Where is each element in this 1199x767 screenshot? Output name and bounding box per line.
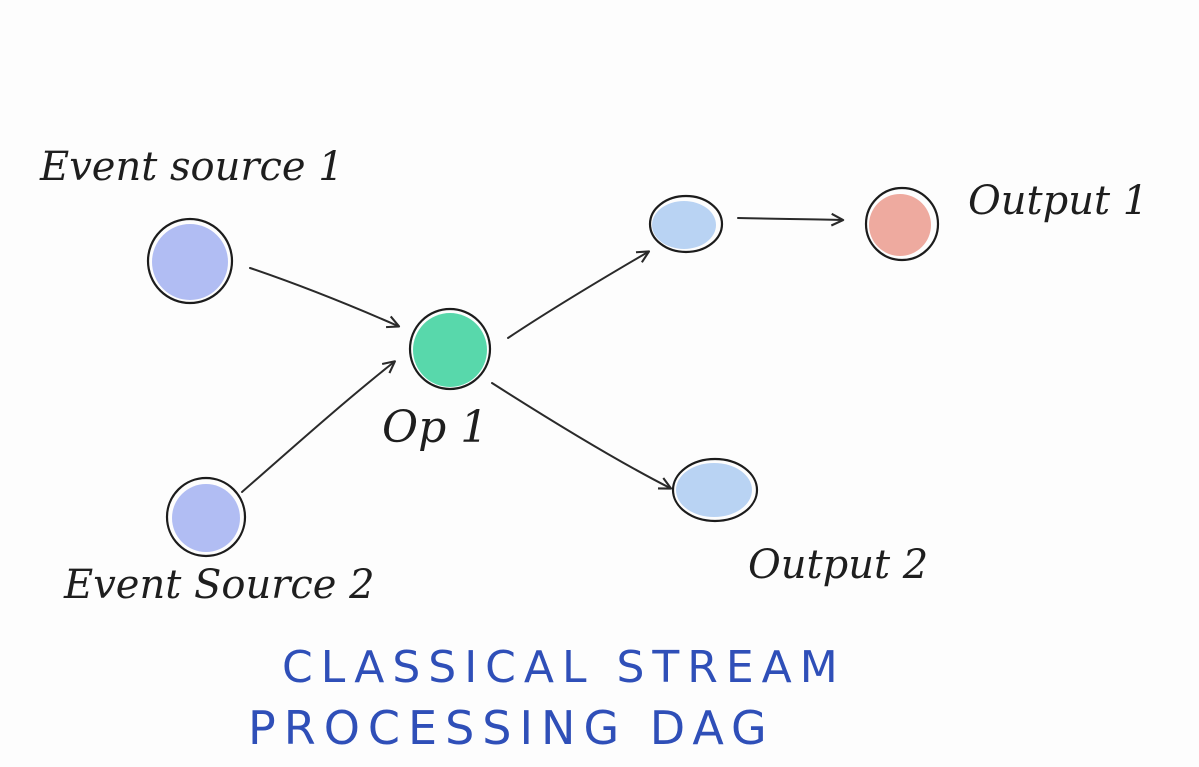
output-2-label: Output 2: [748, 542, 928, 588]
intermediate-upper-fill: [652, 201, 716, 249]
edge-op1-to-upper: [507, 250, 651, 339]
output-1-node: [864, 186, 940, 262]
event-source-2-label: Event Source 2: [63, 562, 375, 608]
event-source-2-fill: [172, 484, 240, 552]
op-1-ring: [408, 307, 492, 391]
intermediate-node-lower: [671, 457, 759, 523]
diagram-caption-line-2: PROCESSING DAG: [248, 701, 775, 755]
edge-source2-to-op1: [241, 360, 396, 493]
edge-upper-to-output1: [737, 212, 845, 227]
edge-source1-to-op1: [249, 267, 401, 329]
output-1-ring: [864, 186, 940, 262]
intermediate-lower-ring: [671, 457, 759, 523]
intermediate-node-upper: [648, 194, 724, 254]
event-source-1-ring: [146, 217, 234, 305]
output-1-fill: [869, 194, 931, 256]
event-source-2-ring: [165, 476, 247, 558]
output-1-label: Output 1: [968, 178, 1148, 224]
op-1-fill: [413, 313, 487, 387]
op-1-label: Op 1: [382, 402, 488, 453]
diagram-caption-line-1: CLASSICAL STREAM: [282, 642, 846, 693]
event-source-1-fill: [152, 224, 228, 300]
event-source-1-label: Event source 1: [39, 144, 344, 190]
event-source-1-node: [146, 217, 234, 305]
edge-op1-to-lower: [491, 382, 673, 490]
op-1-node: [408, 307, 492, 391]
intermediate-lower-fill: [676, 463, 752, 517]
intermediate-upper-ring: [648, 194, 724, 254]
event-source-2-node: [165, 476, 247, 558]
